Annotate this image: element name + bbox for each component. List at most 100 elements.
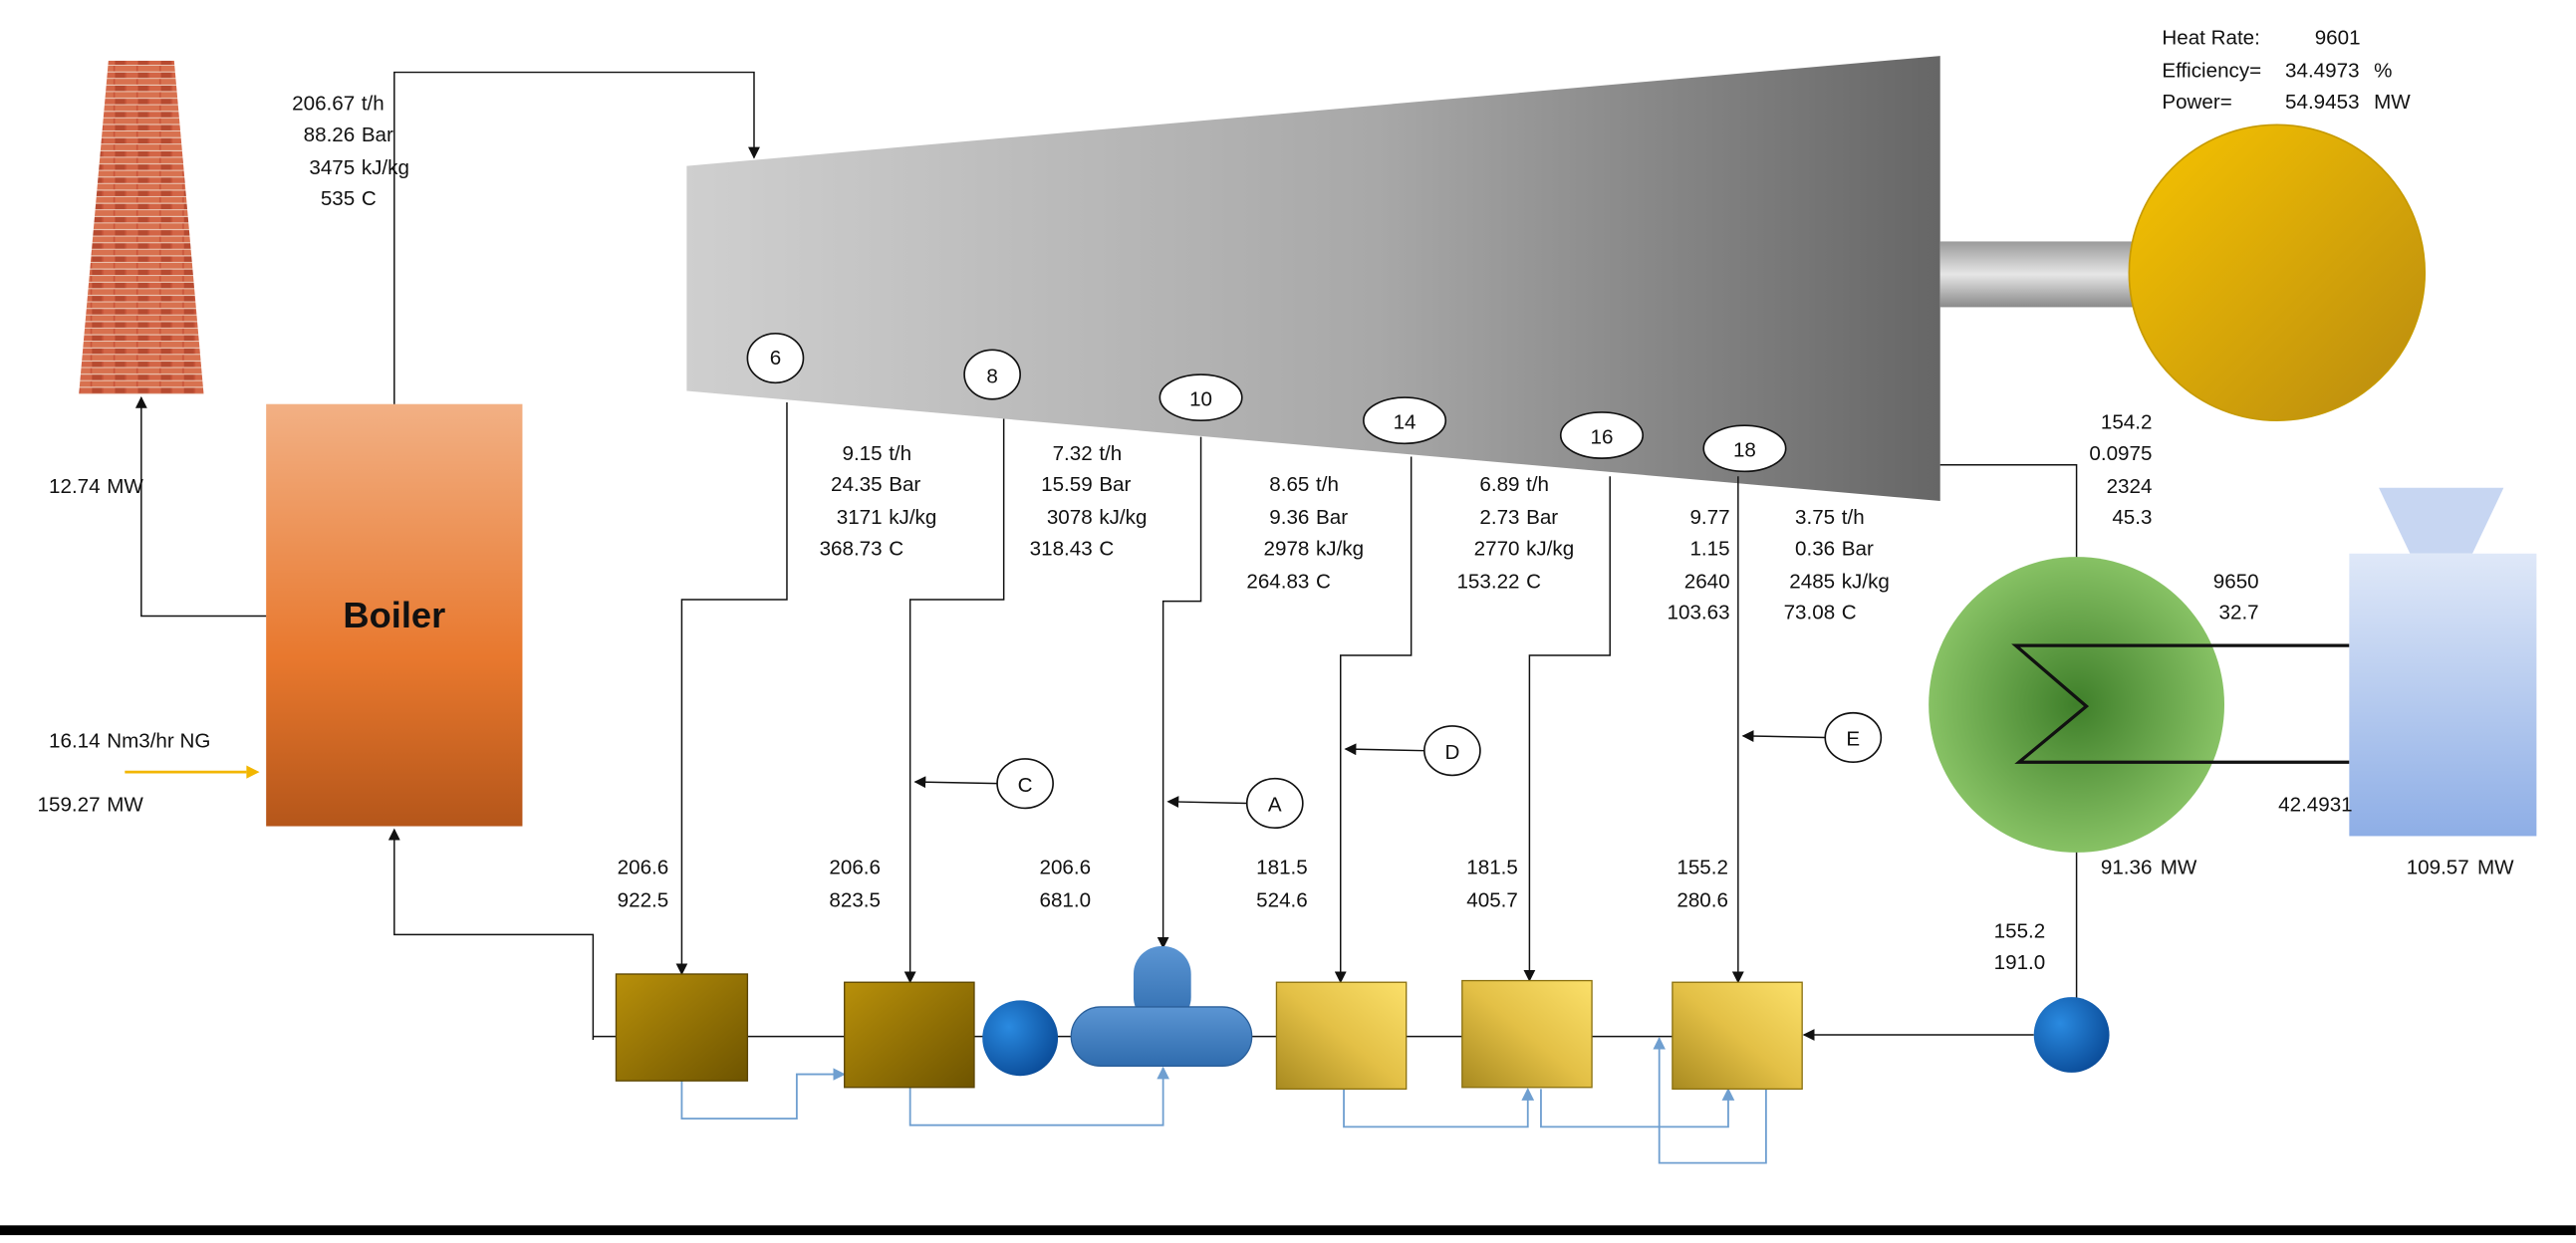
condenser [1929,557,2225,853]
main-steam-flow-unit: t/h [362,92,385,115]
exhaust-data: 154.2 0.0975 2324 45.3 [2089,410,2152,529]
drain-lines [680,1037,1767,1164]
turbine-shaft [1939,241,2141,308]
extraction-16-temp: 103.63 [1668,602,1730,624]
condensate-pump [2033,997,2110,1073]
feedwater-2-flow: 206.6 [1039,856,1091,878]
extraction-id-18: 18 [1733,438,1756,461]
feedwater-3-flow: 181.5 [1256,856,1308,878]
feedwater-0-flow: 206.6 [618,856,669,878]
extraction-line-8 [903,418,1005,984]
extraction-6-enthalpy-unit: kJ/kg [889,506,936,529]
condenser-value-1: 9650 [2213,570,2259,593]
extraction-16-enthalpy: 2640 [1684,570,1730,593]
drain-lp1-to-lp2 [1343,1088,1535,1128]
extraction-6-temp: 368.73 [820,537,883,560]
main-steam-enthalpy: 3475 [309,156,355,179]
fuel-arrow-head [246,765,260,779]
main-steam-temperature-unit: C [362,187,377,210]
extraction-16-flow: 9.77 [1689,506,1729,529]
extraction-8-flow: 7.32 [1053,442,1093,465]
extraction-bubbles: 6 8 10 14 16 18 [746,332,1787,473]
drain-lp3-loop [1653,1037,1767,1164]
feedwater-labels: 206.6 922.5 206.6 823.5 206.6 681.0 181.… [618,856,2046,974]
hp-heater-1 [615,973,749,1082]
feedwater-4-flow: 181.5 [1466,856,1518,878]
extraction-14-flow-unit: t/h [1526,473,1549,496]
feedwater-6-energy: 191.0 [1994,951,2046,974]
valve-tag-c-label: C [1018,774,1033,797]
valve-tag-e-label: E [1846,728,1860,751]
extraction-18-enthalpy: 2485 [1789,570,1835,593]
main-steam-pressure-unit: Bar [362,124,393,146]
extraction-bubble-6 [746,332,805,384]
extraction-14-flow: 6.89 [1479,473,1519,496]
extraction-8-pressure-unit: Bar [1099,473,1131,496]
extraction-10-temp: 264.83 [1246,570,1309,593]
feedwater-return-line [387,828,595,1040]
feedwater-6-flow: 155.2 [1994,920,2046,943]
extraction-bubble-8 [963,349,1021,400]
extraction-line-16 [1523,476,1611,982]
chimney-stack [79,61,204,394]
main-steam-line [393,71,760,404]
drain-hp2-to-deaerator [908,1066,1169,1126]
extraction-10-flow: 8.65 [1269,473,1309,496]
extraction-line-6 [675,402,788,976]
extraction-14-data: 6.89 t/h 2.73 Bar 2770 kJ/kg 153.22 C [1456,473,1574,593]
extraction-bubble-16 [1559,411,1645,459]
feedwater-2-energy: 681.0 [1039,888,1091,911]
valve-tag-a-label: A [1268,794,1282,817]
valve-tags: C A D E [913,711,1883,830]
boiler-label: Boiler [343,595,445,635]
extraction-line-14 [1334,456,1413,984]
extraction-id-16: 16 [1591,425,1614,448]
extraction-id-8: 8 [986,365,997,387]
extraction-18-enthalpy-unit: kJ/kg [1842,570,1890,593]
feedwater-3-energy: 524.6 [1256,888,1308,911]
plant-performance: Heat Rate: 9601 Efficiency= 34.4973 % Po… [2162,27,2411,114]
extraction-6-pressure-unit: Bar [889,473,920,496]
feedwater-0-energy: 922.5 [618,888,669,911]
main-steam-enthalpy-unit: kJ/kg [362,156,409,179]
feedwater-4-energy: 405.7 [1466,888,1518,911]
extraction-16-data: 9.77 1.15 2640 103.63 [1668,506,1730,624]
lp-heater-2 [1461,979,1593,1089]
cooling-tower-duty-unit: MW [2477,856,2514,878]
exhaust-value-2: 0.0975 [2089,442,2152,465]
extraction-18-temp: 73.08 [1784,602,1836,624]
extraction-line-10 [1157,436,1202,949]
valve-tag-a-arrow [1166,796,1247,808]
efficiency-value: 34.4973 [2285,60,2360,83]
turbine-exhaust-line [1939,463,2083,572]
main-steam-temperature: 535 [321,187,355,210]
extraction-6-pressure: 24.35 [831,473,883,496]
main-steam-labels: 206.67 t/h 88.26 Bar 3475 kJ/kg 535 C [292,92,409,210]
extraction-bubble-18 [1702,424,1787,473]
feedwater-1-flow: 206.6 [829,856,881,878]
extraction-8-flow-unit: t/h [1099,442,1122,465]
feedwater-1-energy: 823.5 [829,888,881,911]
power-value: 54.9453 [2285,91,2360,114]
lp-heater-3 [1672,981,1803,1091]
exhaust-value-3: 2324 [2107,475,2153,498]
extraction-6-flow-unit: t/h [889,442,911,465]
condenser-value-3: 42.4931 [2278,794,2353,817]
valve-tag-d-arrow [1344,743,1424,756]
extraction-8-pressure: 15.59 [1041,473,1093,496]
extraction-6-enthalpy: 3171 [837,506,883,529]
extraction-bubble-10 [1159,373,1243,422]
extraction-18-data: 3.75 t/h 0.36 Bar 2485 kJ/kg 73.08 C [1784,506,1890,624]
extraction-8-temp: 318.43 [1030,537,1093,560]
extraction-14-enthalpy-unit: kJ/kg [1526,537,1574,560]
extraction-6-data: 9.15 t/h 24.35 Bar 3171 kJ/kg 368.73 C [820,442,937,561]
extraction-8-enthalpy-unit: kJ/kg [1099,506,1147,529]
heat-rate-value: 9601 [2315,27,2361,50]
extraction-10-enthalpy-unit: kJ/kg [1316,537,1364,560]
extraction-10-temp-unit: C [1316,570,1331,593]
condenser-duty-unit: MW [2161,856,2197,878]
exhaust-value-1: 154.2 [2101,410,2153,433]
deaerator [1070,945,1253,1067]
extraction-18-pressure: 0.36 [1795,537,1835,560]
extraction-10-enthalpy: 2978 [1264,537,1310,560]
